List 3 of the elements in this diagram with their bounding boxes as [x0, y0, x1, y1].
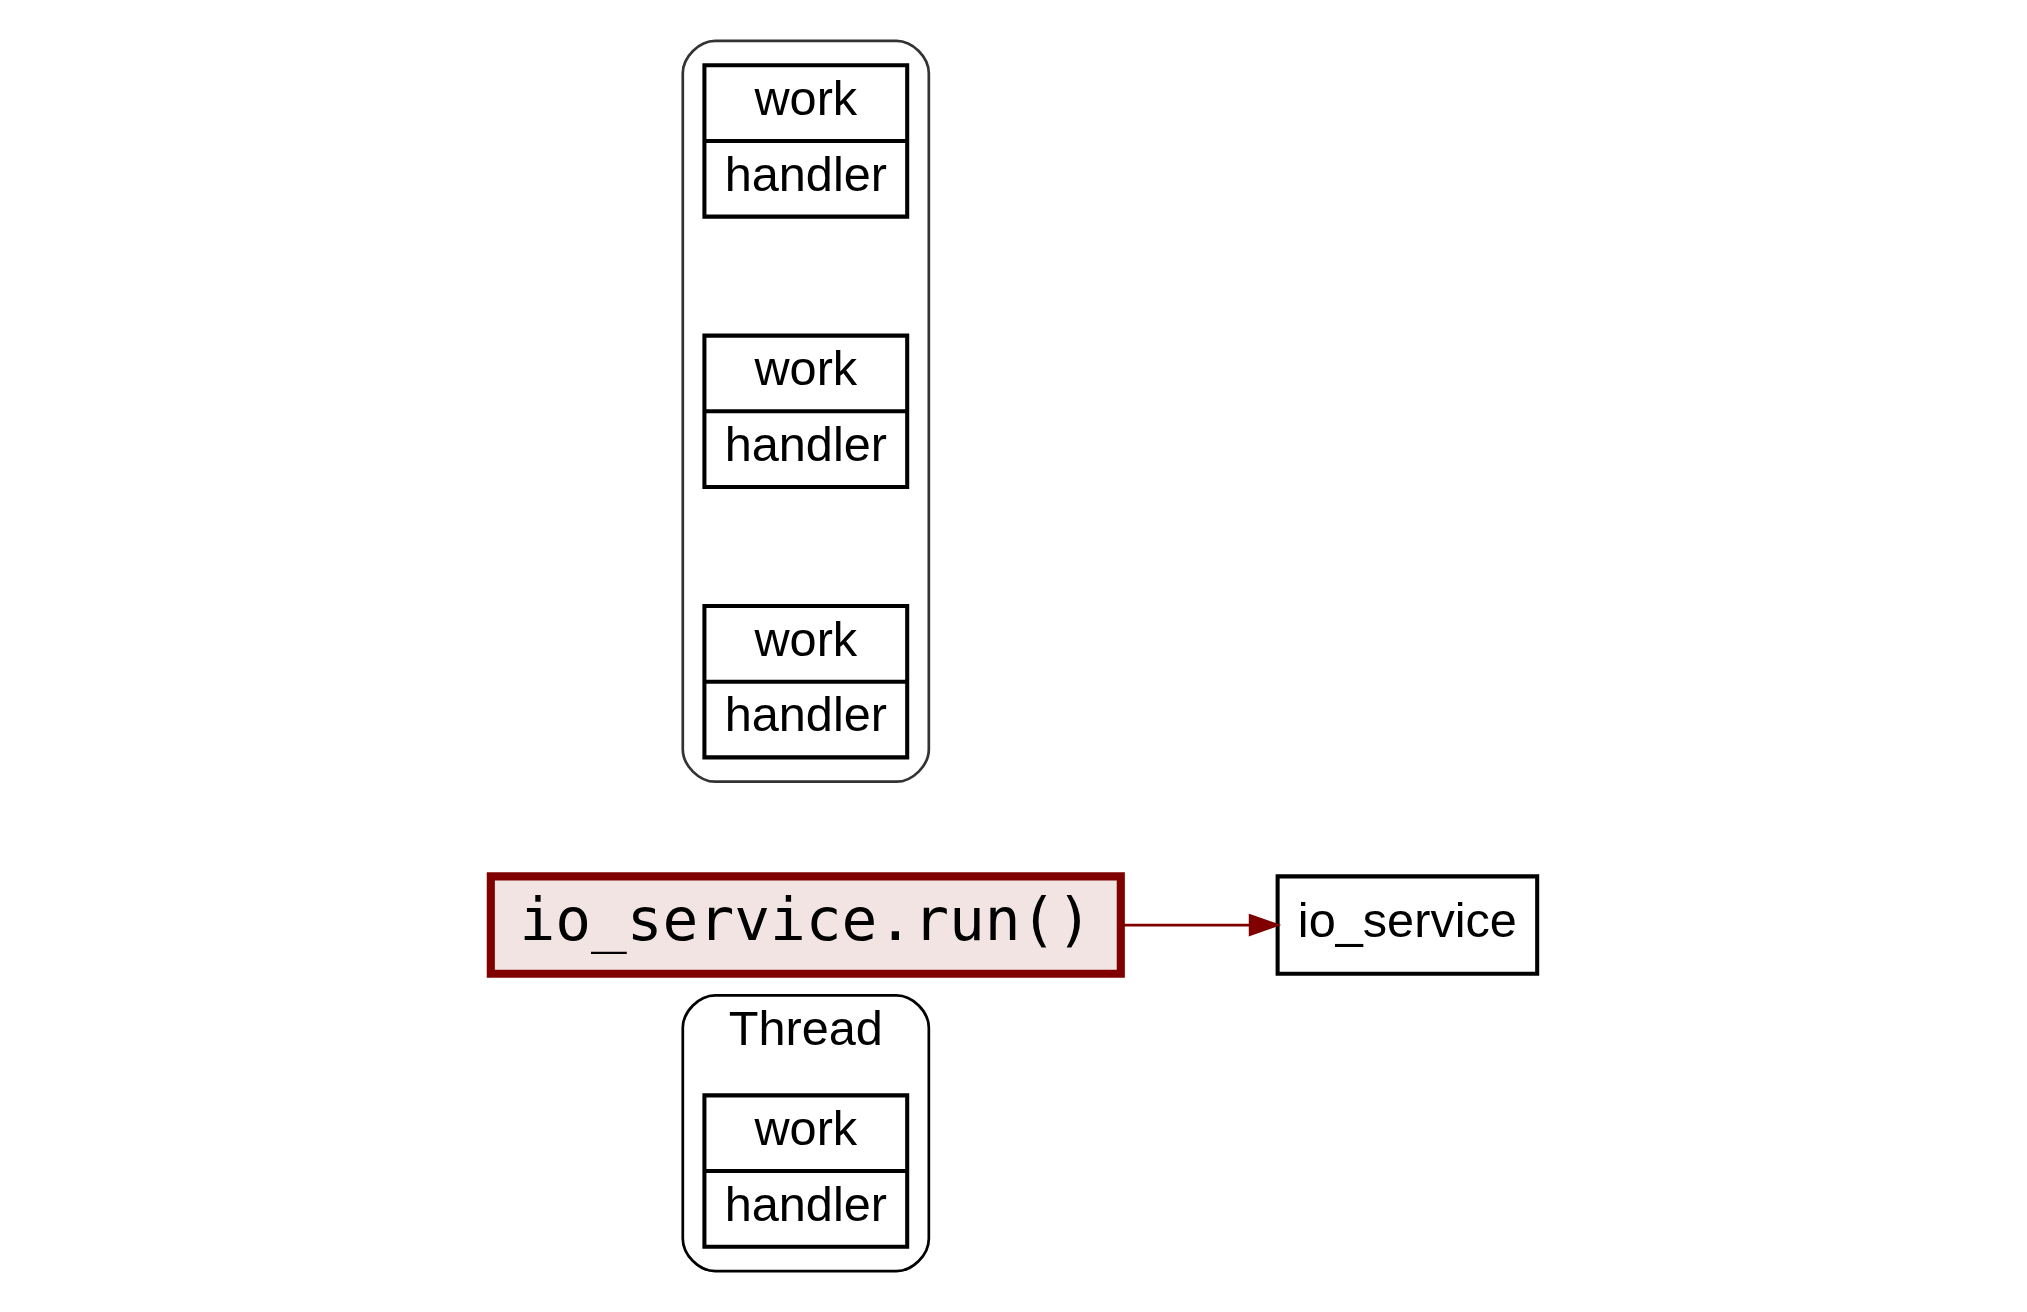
node-box: io_service	[1275, 874, 1539, 976]
node-box: io_service.run()	[486, 872, 1125, 978]
cluster	[680, 39, 930, 784]
